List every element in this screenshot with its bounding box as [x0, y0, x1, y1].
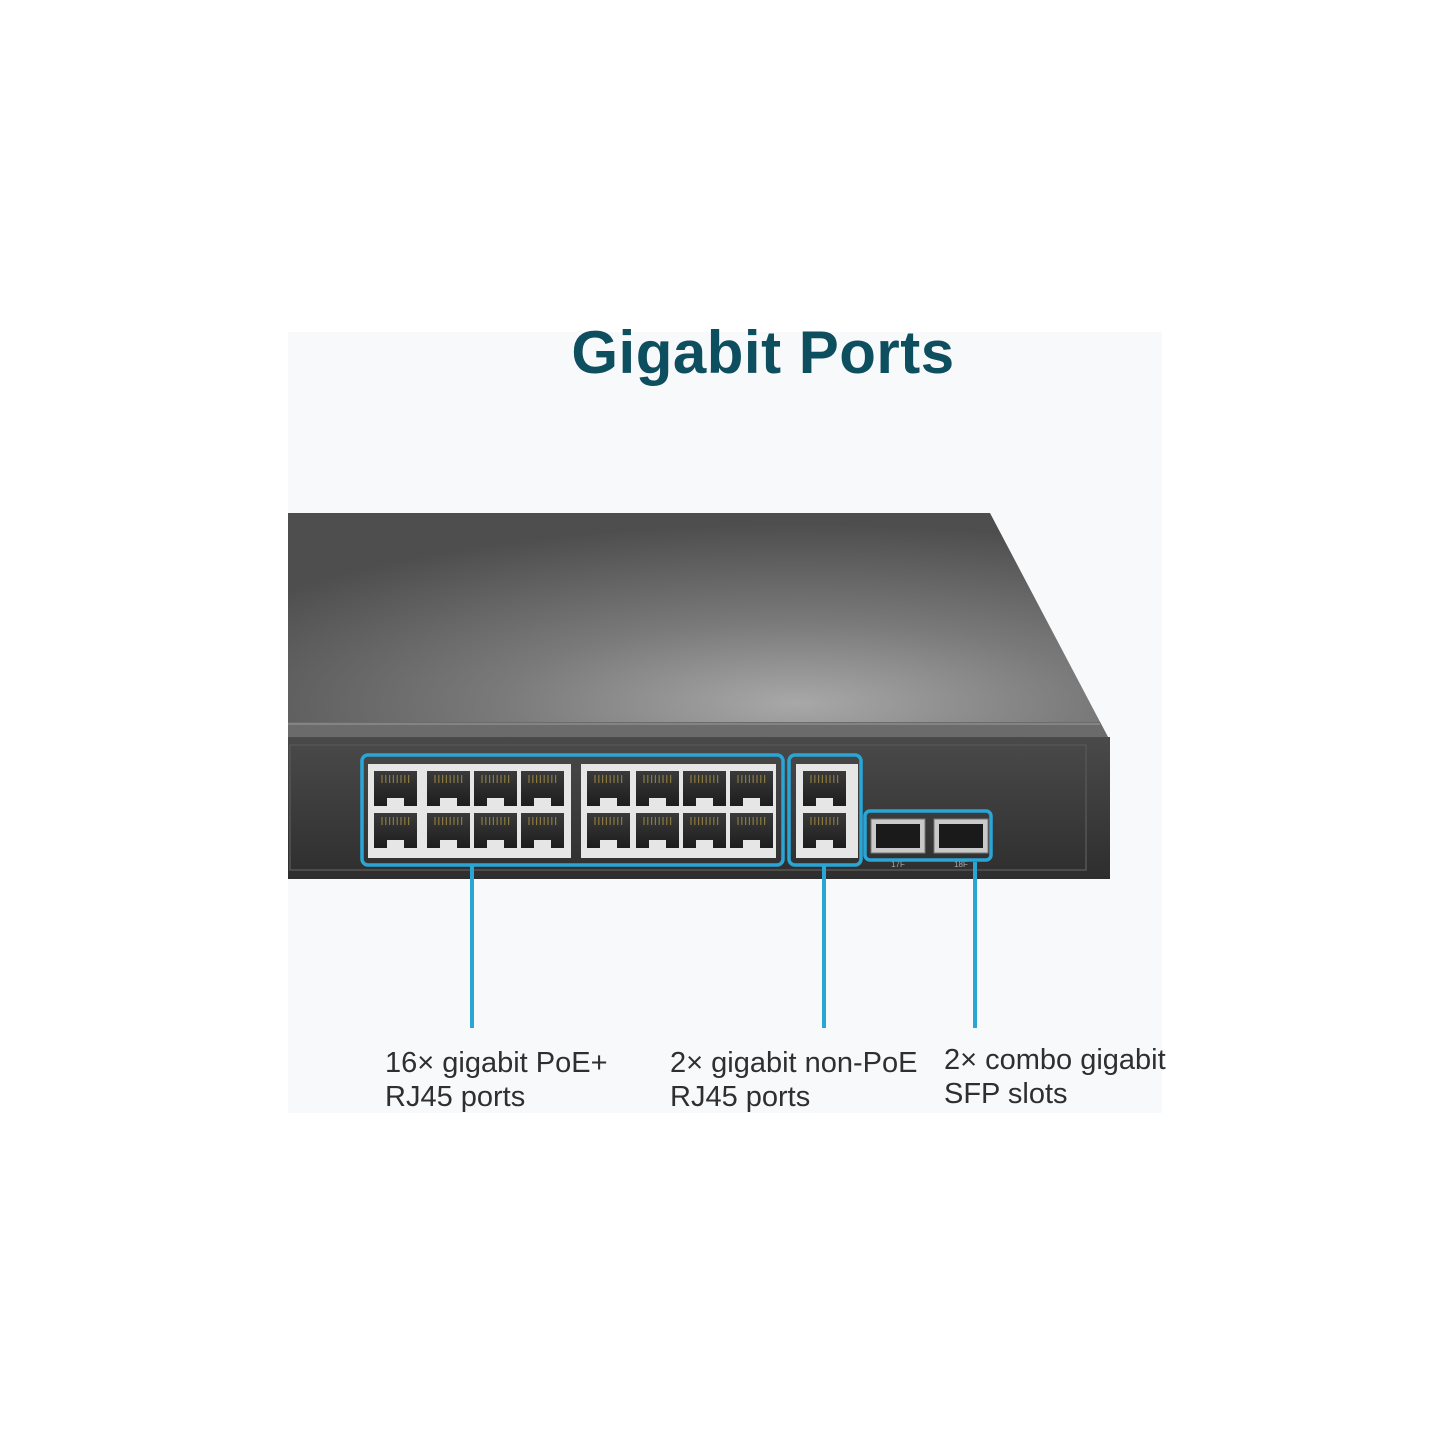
rj45-port-icon: [683, 813, 726, 848]
rj45-port-icon: [374, 771, 417, 806]
rj45-port-icon: [521, 813, 564, 848]
page-title: Gigabit Ports: [571, 319, 955, 386]
rj45-port-group: [374, 771, 846, 848]
caption-poe-line1: 16× gigabit PoE+: [385, 1047, 608, 1079]
caption-nonpoe-ports: 2× gigabit non-PoE RJ45 ports: [670, 1046, 918, 1114]
rj45-port-icon: [587, 771, 630, 806]
sfp-label-17f: 17F: [891, 860, 905, 869]
rj45-port-icon: [521, 771, 564, 806]
rj45-port-icon: [374, 813, 417, 848]
highlight-poe: [360, 753, 785, 867]
sfp-label-18f: 18F: [954, 860, 968, 869]
highlight-sfp: [863, 809, 993, 862]
rj45-port-icon: [427, 813, 470, 848]
rj45-port-icon: [474, 813, 517, 848]
rj45-port-icon: [730, 771, 773, 806]
caption-sfp-slots: 2× combo gigabit SFP slots: [944, 1043, 1166, 1111]
caption-nonpoe-line2: RJ45 ports: [670, 1081, 811, 1113]
rj45-port-icon: [587, 813, 630, 848]
caption-sfp-line1: 2× combo gigabit: [944, 1044, 1166, 1076]
highlight-nonpoe: [787, 753, 863, 867]
caption-nonpoe-line1: 2× gigabit non-PoE: [670, 1047, 918, 1079]
rj45-port-icon: [803, 813, 846, 848]
rj45-port-icon: [474, 771, 517, 806]
caption-sfp-line2: SFP slots: [944, 1078, 1068, 1110]
rj45-port-icon: [730, 813, 773, 848]
caption-poe-ports: 16× gigabit PoE+ RJ45 ports: [385, 1046, 608, 1114]
rj45-port-icon: [683, 771, 726, 806]
rj45-port-icon: [636, 771, 679, 806]
rj45-port-icon: [636, 813, 679, 848]
rj45-port-icon: [427, 771, 470, 806]
caption-poe-line2: RJ45 ports: [385, 1081, 526, 1113]
rj45-port-icon: [803, 771, 846, 806]
